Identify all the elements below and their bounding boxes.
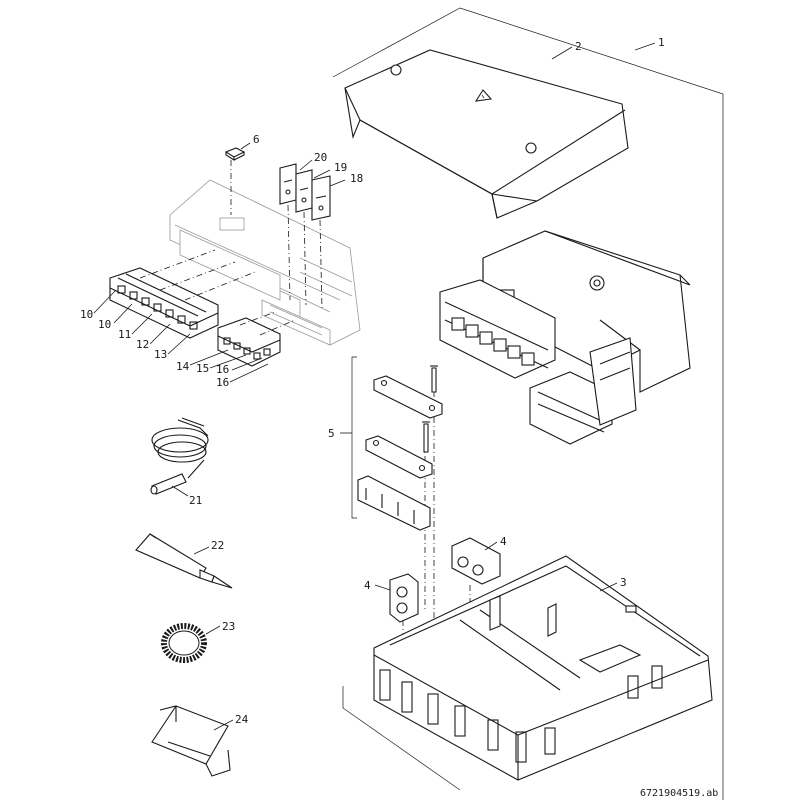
grommet-part-4-right [451, 537, 501, 585]
leader-lines [93, 42, 656, 731]
label-part-4-left: 4 [364, 579, 371, 592]
strain-relief-part-5 [351, 356, 443, 531]
terminal-board [169, 179, 361, 346]
label-part-15: 15 [196, 362, 209, 375]
controller-module [439, 230, 691, 445]
label-part-4-right: 4 [500, 535, 507, 548]
label-part-19: 19 [334, 161, 347, 174]
label-part-5: 5 [328, 427, 335, 440]
label-part-18: 18 [350, 172, 363, 185]
label-part-22: 22 [211, 539, 224, 552]
label-part-12: 12 [136, 338, 149, 351]
ring-part-23 [161, 623, 207, 663]
module-terminal-row [451, 317, 535, 366]
label-part-21: 21 [189, 494, 202, 507]
label-part-16a: 16 [216, 363, 229, 376]
label-part-14: 14 [176, 360, 190, 373]
label-part-10a: 10 [80, 308, 93, 321]
plug-strip-14-16 [217, 317, 281, 367]
warning-triangle-icon [474, 89, 493, 102]
fuse-part-6 [224, 147, 246, 161]
label-part-16b: 16 [216, 376, 229, 389]
label-part-2: 2 [575, 40, 582, 53]
label-part-11: 11 [118, 328, 131, 341]
label-part-1: 1 [658, 36, 665, 49]
base-housing-part-3 [373, 555, 713, 781]
grommet-part-4-left [389, 573, 419, 623]
label-part-6: 6 [253, 133, 260, 146]
label-part-23: 23 [222, 620, 235, 633]
label-part-3: 3 [620, 576, 627, 589]
label-part-10b: 10 [98, 318, 111, 331]
assembly-1-outline [332, 7, 724, 800]
adhesive-pad-part-24 [151, 705, 231, 777]
cover-part-2 [344, 49, 629, 219]
label-part-13: 13 [154, 348, 167, 361]
plugs-18-20 [279, 163, 331, 221]
tube-part-22 [135, 533, 233, 589]
plug-strip-10-13 [109, 267, 219, 339]
label-part-20: 20 [314, 151, 327, 164]
label-part-24: 24 [235, 713, 249, 726]
drawing-code: 6721904519.ab [640, 788, 718, 799]
sensor-part-21 [150, 417, 209, 495]
